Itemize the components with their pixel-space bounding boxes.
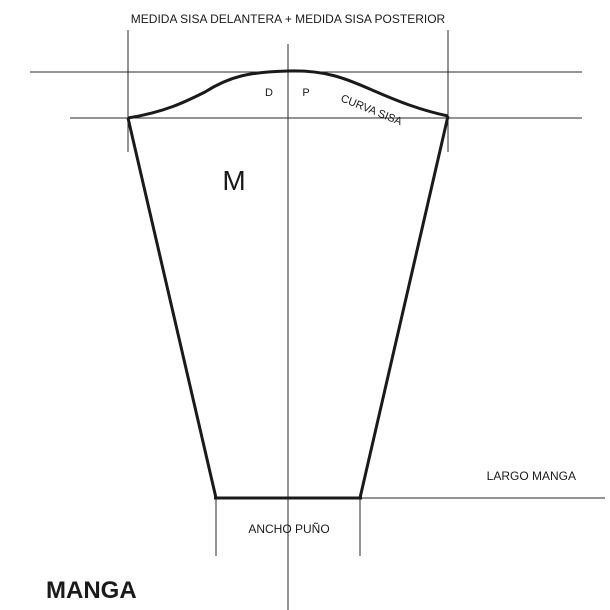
sleeve-cap-curve [127,69,449,120]
top-measure-label: MEDIDA SISA DELANTERA + MEDIDA SISA POST… [131,12,446,26]
sleeve-left-side [126,117,218,499]
cuff-label: ANCHO PUÑO [248,522,329,536]
back-label: P [302,87,309,99]
length-label: LARGO MANGA [487,469,576,483]
sleeve-outline [126,69,450,500]
diagram-title: MANGA [46,577,137,604]
piece-letter: M [222,165,245,196]
sleeve-right-side [358,115,450,499]
front-label: D [265,87,273,99]
